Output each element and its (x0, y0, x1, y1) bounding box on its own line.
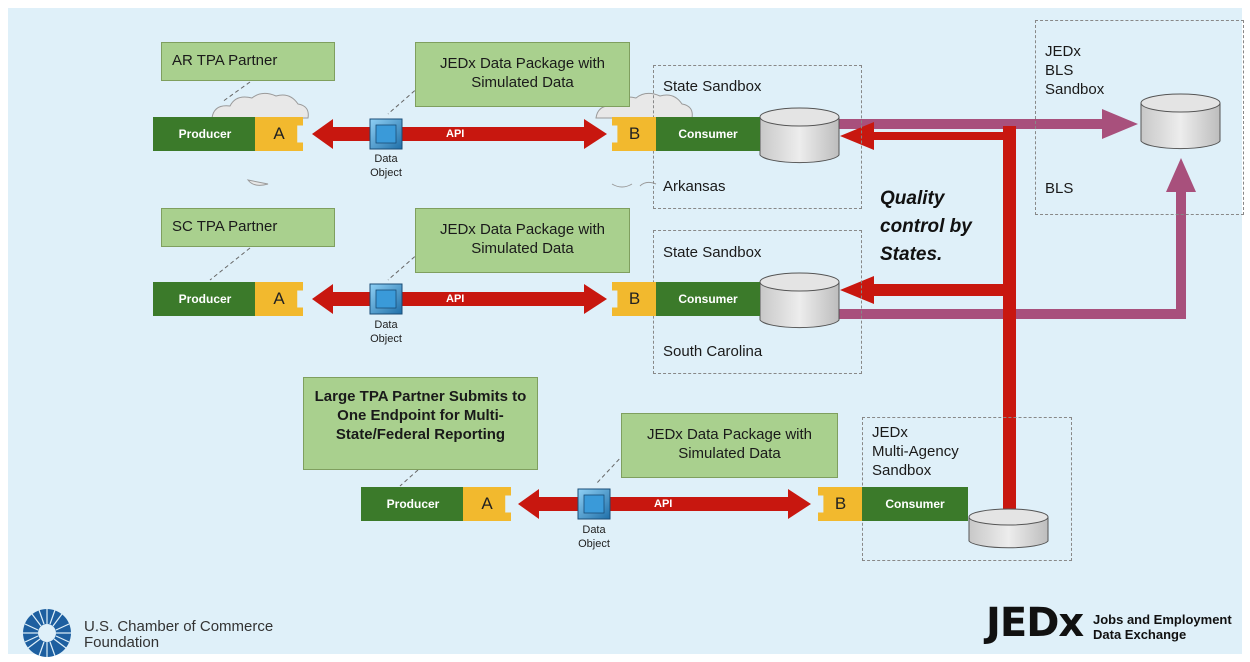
sandbox-bls-name: BLS (1045, 180, 1074, 197)
connector-b: B (612, 117, 657, 151)
jedx-tagline: Jobs and Employment Data Exchange (1093, 612, 1232, 642)
data-object-label: Data Object (370, 319, 402, 345)
producer-block: Producer (361, 487, 465, 521)
data-object-icon (369, 283, 403, 315)
callout-ar-partner: AR TPA Partner (161, 42, 335, 81)
database-icon (968, 508, 1049, 549)
consumer-block: Consumer (656, 282, 760, 316)
chamber-sunburst-icon (23, 609, 71, 657)
sandbox-south-carolina-title: State Sandbox (663, 244, 762, 261)
connector-a: A (463, 487, 511, 521)
consumer-block: Consumer (862, 487, 968, 521)
consumer-block: Consumer (656, 117, 760, 151)
sandbox-arkansas-name: Arkansas (663, 178, 726, 195)
sandbox-bls-title: JEDx BLS Sandbox (1045, 43, 1105, 98)
connector-a: A (255, 117, 303, 151)
sandbox-arkansas-title: State Sandbox (663, 78, 762, 95)
data-object-icon (369, 118, 403, 150)
database-icon (1140, 93, 1221, 150)
sandbox-south-carolina-name: South Carolina (663, 343, 763, 360)
data-object-icon (577, 488, 611, 520)
callout-package-3: JEDx Data Package with Simulated Data (621, 413, 838, 478)
connector-b: B (612, 282, 657, 316)
chamber-foundation-name: U.S. Chamber of Commerce Foundation (84, 618, 274, 651)
callout-package-1: JEDx Data Package with Simulated Data (415, 42, 630, 107)
api-arrow-1 (312, 119, 607, 149)
callout-package-2: JEDx Data Package with Simulated Data (415, 208, 630, 273)
database-icon (759, 272, 840, 329)
callout-large-partner: Large TPA Partner Submits to One Endpoin… (303, 377, 538, 470)
cloud-icon (211, 92, 309, 186)
sandbox-bls (1035, 20, 1244, 215)
api-label: API (446, 128, 465, 140)
callout-pointers (209, 81, 625, 487)
api-label: API (654, 498, 673, 510)
producer-block: Producer (153, 117, 257, 151)
sandbox-multi-agency-title: JEDx Multi-Agency Sandbox (872, 424, 959, 479)
connector-a: A (255, 282, 303, 316)
data-link-bls (838, 109, 1196, 319)
quality-control-note: Quality control by States. (880, 188, 972, 265)
quality-return-path (840, 122, 1016, 510)
producer-block: Producer (153, 282, 257, 316)
database-icon (759, 107, 840, 164)
api-arrow-3 (518, 489, 811, 519)
data-object-label: Data Object (578, 524, 610, 550)
data-object-label: Data Object (370, 153, 402, 179)
api-arrow-2 (312, 284, 607, 314)
api-label: API (446, 293, 465, 305)
callout-sc-partner: SC TPA Partner (161, 208, 335, 247)
connector-b: B (818, 487, 863, 521)
jedx-logo: JEDx (986, 600, 1084, 646)
